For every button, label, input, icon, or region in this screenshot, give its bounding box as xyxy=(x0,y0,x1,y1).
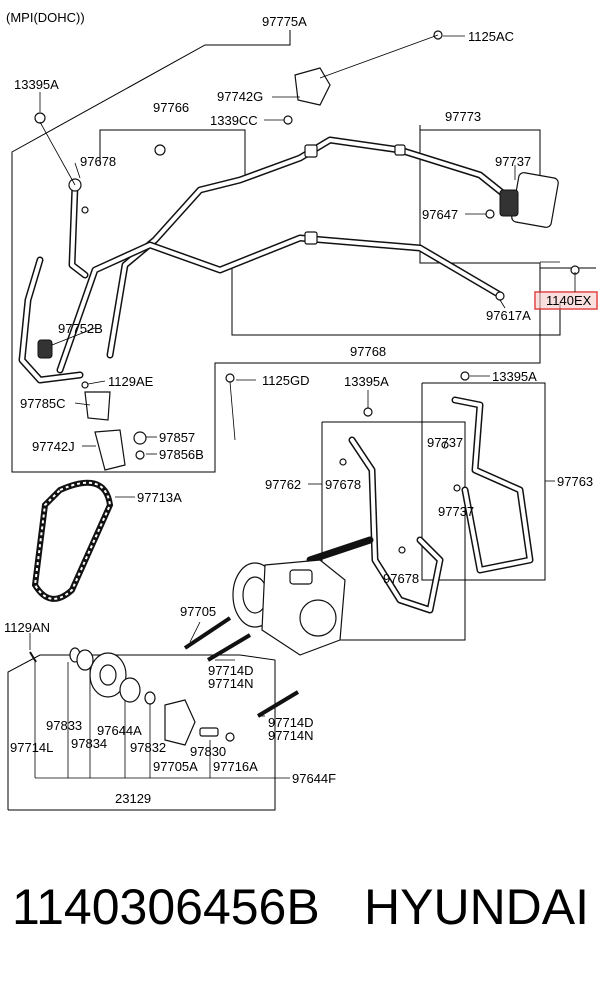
label-13395A-top: 13395A xyxy=(14,77,59,92)
label-97714L: 97714L xyxy=(10,740,53,755)
label-97773: 97773 xyxy=(445,109,481,124)
label-97678-low: 97678 xyxy=(383,571,419,586)
label-97762: 97762 xyxy=(265,477,301,492)
label-97644F: 97644F xyxy=(292,771,336,786)
label-97737-top: 97737 xyxy=(495,154,531,169)
label-97617A: 97617A xyxy=(486,308,531,323)
label-97678-mid: 97678 xyxy=(325,477,361,492)
label-13395A-right: 13395A xyxy=(492,369,537,384)
label-13395A-mid: 13395A xyxy=(344,374,389,389)
label-97705: 97705 xyxy=(180,604,216,619)
part-number: 1140306456B xyxy=(12,879,320,935)
refrigerant-lines xyxy=(18,136,534,614)
label-97705A: 97705A xyxy=(153,759,198,774)
label-1339CC: 1339CC xyxy=(210,113,258,128)
highlight-box xyxy=(534,291,598,310)
diagram-header: (MPI(DOHC)) xyxy=(6,10,85,25)
label-97713A: 97713A xyxy=(137,490,182,505)
label-97714D-b: 97714D xyxy=(268,715,314,730)
label-23129: 23129 xyxy=(115,791,151,806)
label-97833: 97833 xyxy=(46,718,82,733)
part-labels: (MPI(DOHC)) 97775A 1125AC 13395A 97742G … xyxy=(4,10,593,806)
leader-lines xyxy=(29,34,576,779)
label-97714N-b: 97714N xyxy=(268,728,314,743)
label-1129AE: 1129AE xyxy=(108,374,154,389)
label-97766: 97766 xyxy=(153,100,189,115)
label-97752B: 97752B xyxy=(58,321,103,336)
label-97742G: 97742G xyxy=(217,89,263,104)
label-97647: 97647 xyxy=(422,207,458,222)
label-1125GD: 1125GD xyxy=(262,373,309,388)
brand-name: HYUNDAI xyxy=(364,879,590,935)
label-97785C: 97785C xyxy=(20,396,66,411)
label-97856B: 97856B xyxy=(159,447,204,462)
label-97834: 97834 xyxy=(71,736,107,751)
label-97737-low: 97737 xyxy=(438,504,474,519)
label-97742J: 97742J xyxy=(32,439,75,454)
label-97830: 97830 xyxy=(190,744,226,759)
label-97763: 97763 xyxy=(557,474,593,489)
label-97714N-a: 97714N xyxy=(208,676,254,691)
label-97644A: 97644A xyxy=(97,723,142,738)
label-97716A: 97716A xyxy=(213,759,258,774)
diagram-frames xyxy=(7,30,596,811)
label-1125AC: 1125AC xyxy=(468,29,514,44)
label-97768: 97768 xyxy=(350,344,386,359)
label-97737-mid: 97737 xyxy=(427,435,463,450)
label-97857: 97857 xyxy=(159,430,195,445)
label-1129AN: 1129AN xyxy=(4,620,50,635)
label-1140EX: 1140EX xyxy=(546,293,592,308)
label-97678-left: 97678 xyxy=(80,154,116,169)
part-caption: 1140306456B HYUNDAI xyxy=(0,878,600,948)
label-97714D-a: 97714D xyxy=(208,663,254,678)
label-97832: 97832 xyxy=(130,740,166,755)
label-97775A: 97775A xyxy=(262,14,307,29)
